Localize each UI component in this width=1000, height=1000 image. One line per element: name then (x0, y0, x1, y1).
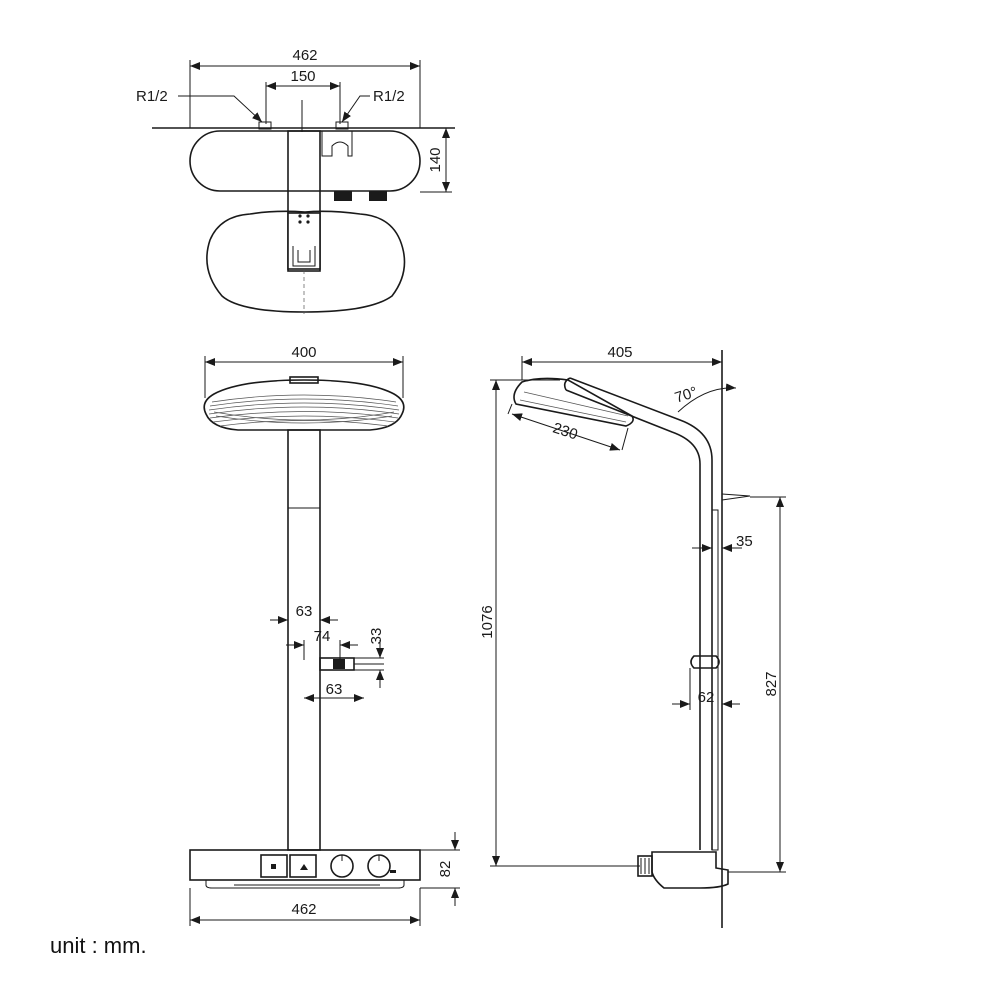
head-length-label: 230 (551, 420, 580, 444)
body-width-label: 462 (291, 901, 316, 918)
holder-height-label: 33 (368, 628, 385, 645)
head-length-dimension (511, 413, 621, 451)
wall-bracket (721, 493, 751, 501)
holder-depth-label: 62 (698, 689, 715, 706)
inlet-right-label: R1/2 (373, 88, 405, 105)
knob-right-top (369, 191, 387, 201)
inlet-left-leader (178, 95, 263, 123)
shower-head-top (206, 210, 406, 313)
knob-side (637, 855, 653, 877)
shower-arm-inner (565, 389, 701, 850)
top-view: 462 150 R1/2 R1/2 (136, 47, 455, 314)
inlet-left-fitting (258, 121, 272, 130)
angle-arc (677, 383, 737, 413)
inlet-right-fitting (335, 121, 349, 130)
valve-body-top (189, 130, 421, 192)
wall-gap-label: 35 (736, 533, 753, 550)
inlet-right-leader (341, 95, 370, 123)
unit-label: unit : mm. (50, 933, 147, 958)
shower-arm-outer (569, 377, 713, 850)
holder-width-label: 63 (326, 681, 343, 698)
head-connector-top (292, 246, 316, 267)
hook-holder-top (321, 131, 353, 157)
valve-body-side (651, 851, 729, 889)
rail-height-label: 827 (763, 671, 780, 696)
slide-rail (711, 509, 719, 851)
angle-label: 70° (673, 384, 700, 407)
body-height-label: 82 (437, 861, 454, 878)
shower-head-nozzles (208, 394, 400, 427)
shower-head-side (513, 377, 634, 427)
inlet-spacing-label: 150 (290, 68, 315, 85)
knob-left-top (334, 191, 352, 201)
holder-side (690, 655, 720, 669)
pipe-width-label: 63 (296, 603, 313, 620)
shower-head-front (203, 379, 405, 431)
top-width-label: 462 (292, 47, 317, 64)
inlet-left-label: R1/2 (136, 88, 168, 105)
side-view: 405 1076 70° 230 35 827 (479, 344, 786, 928)
holder-offset-label: 74 (314, 628, 331, 645)
front-view: 400 63 74 (189, 344, 460, 926)
reach-label: 405 (607, 344, 632, 361)
button-right (289, 854, 317, 878)
head-width-label: 400 (291, 344, 316, 361)
valve-base (205, 880, 405, 889)
top-depth-label: 140 (427, 147, 444, 172)
valve-body-front (189, 849, 421, 881)
total-height-label: 1076 (479, 605, 496, 638)
button-left (260, 854, 288, 878)
